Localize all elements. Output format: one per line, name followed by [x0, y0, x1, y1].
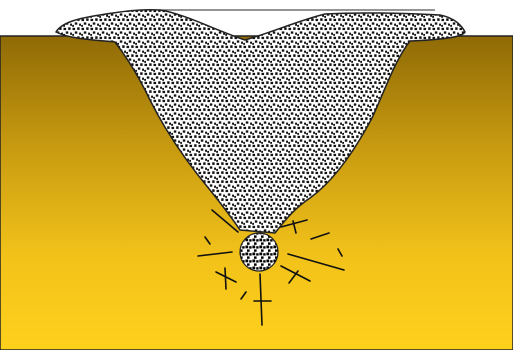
stress-marks — [197, 209, 345, 326]
weld-metal — [55, 9, 466, 234]
root-defect — [239, 232, 279, 272]
